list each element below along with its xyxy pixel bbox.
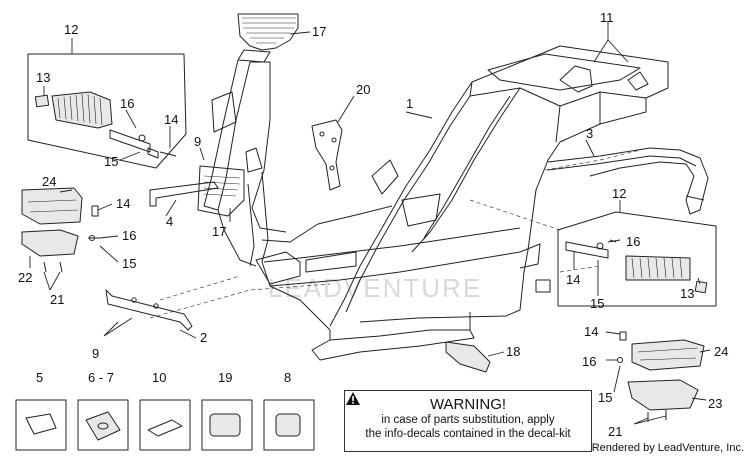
callout-15-a: 15 — [104, 154, 118, 169]
leader-lines — [29, 22, 711, 425]
callout-12-left: 12 — [64, 22, 78, 37]
warning-notice: WARNING! in case of parts substitution, … — [344, 390, 592, 452]
callout-10: 10 — [152, 370, 166, 385]
warning-title-row: WARNING! — [345, 392, 591, 413]
callout-14-a: 14 — [164, 112, 178, 127]
warning-triangle-icon — [346, 392, 360, 405]
callout-12-right: 12 — [612, 186, 626, 201]
plate-part-2 — [105, 289, 193, 331]
callout-16-a: 16 — [120, 96, 134, 111]
callout-1: 1 — [406, 96, 413, 111]
callout-16-b: 16 — [122, 228, 136, 243]
footrest-left-lower — [21, 187, 100, 273]
callout-16-c: 16 — [626, 234, 640, 249]
callout-13-right: 13 — [680, 286, 694, 301]
callout-13-left: 13 — [36, 70, 50, 85]
trim-part-18 — [445, 341, 491, 373]
callout-labels: 1 2 3 4 5 6 - 7 8 9 9 10 11 12 12 13 13 … — [18, 10, 728, 439]
bracket-part-4 — [149, 181, 219, 207]
callout-3: 3 — [586, 126, 593, 141]
callout-15-c: 15 — [590, 296, 604, 311]
callout-21-right: 21 — [608, 424, 622, 439]
main-frame — [149, 45, 669, 361]
callout-8: 8 — [284, 370, 291, 385]
callout-11: 11 — [600, 10, 614, 25]
callout-9-lower: 9 — [92, 346, 99, 361]
callout-24-left: 24 — [42, 174, 56, 189]
callout-14-d: 14 — [584, 324, 598, 339]
footrest-right-lower — [617, 331, 705, 422]
callout-19: 19 — [218, 370, 232, 385]
callout-20: 20 — [356, 82, 370, 97]
callout-18: 18 — [506, 344, 520, 359]
callout-14-b: 14 — [116, 196, 130, 211]
callout-14-c: 14 — [566, 272, 580, 287]
callout-17-top: 17 — [312, 24, 326, 39]
small-parts-boxes — [15, 399, 315, 451]
callout-24-right: 24 — [714, 344, 728, 359]
callout-2: 2 — [200, 330, 207, 345]
warning-line-2: the info-decals contained in the decal-k… — [365, 428, 571, 440]
steering-tube-part-17 — [197, 13, 299, 267]
bracket-part-20 — [311, 119, 343, 191]
stand-part-3 — [547, 147, 709, 215]
warning-title: WARNING! — [429, 396, 507, 413]
callout-15-b: 15 — [122, 256, 136, 271]
warning-line-1: in case of parts substitution, apply — [381, 414, 555, 426]
footrest-group-left — [27, 53, 187, 169]
callout-4: 4 — [166, 214, 173, 229]
callout-5: 5 — [36, 370, 43, 385]
callout-6-7: 6 - 7 — [88, 370, 114, 385]
credit-text: Rendered by LeadVenture, Inc. — [591, 442, 744, 454]
callout-23: 23 — [708, 396, 722, 411]
callout-15-d: 15 — [598, 390, 612, 405]
callout-16-d: 16 — [582, 354, 596, 369]
watermark-text: LEADVENTURE — [268, 273, 482, 303]
callout-17-bottom: 17 — [212, 224, 226, 239]
footrest-group-right — [557, 211, 717, 307]
callout-22: 22 — [18, 270, 32, 285]
callout-9-upper: 9 — [194, 134, 201, 149]
callout-21-left: 21 — [50, 292, 64, 307]
